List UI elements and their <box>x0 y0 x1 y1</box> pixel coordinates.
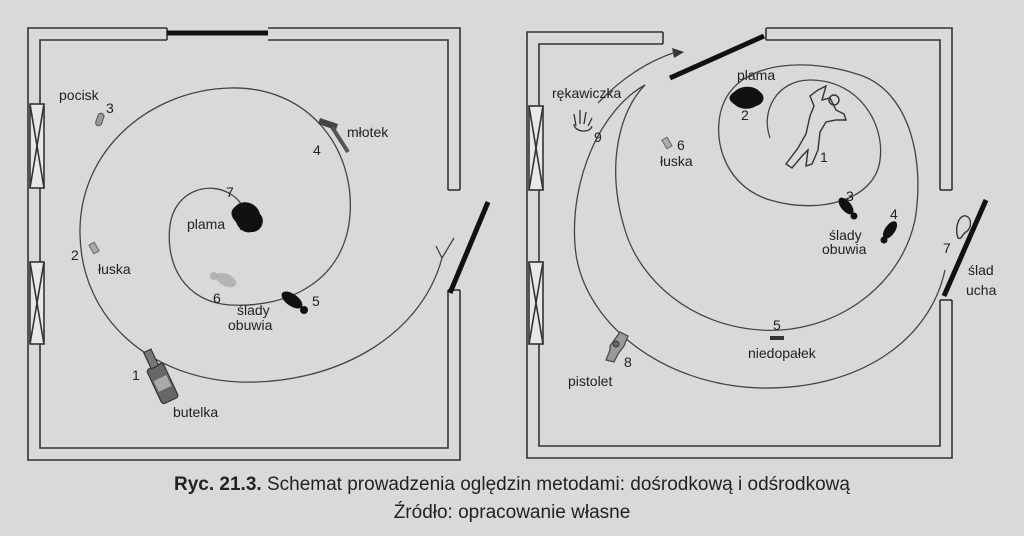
shoeprint-right-3-icon <box>838 197 858 220</box>
shell-casing-icon <box>88 241 100 255</box>
label-obuwia-right: obuwia <box>822 241 867 257</box>
label-pistolet: pistolet <box>568 373 612 389</box>
label-butelka: butelka <box>173 404 218 420</box>
num-mlotek: 4 <box>313 142 321 158</box>
figure-source: Źródło: opracowanie własne <box>393 502 631 523</box>
label-obuwia: obuwia <box>228 317 273 333</box>
left-room-wall-top-right <box>268 27 461 190</box>
label-niedopalek: niedopałek <box>748 345 817 361</box>
num-body: 1 <box>820 149 828 165</box>
num-rekawiczka: 9 <box>594 129 602 145</box>
right-spiral-arrow <box>672 48 684 58</box>
ear-icon <box>956 215 972 240</box>
right-spiral-outer <box>573 84 946 389</box>
left-room <box>27 27 491 461</box>
bottle-icon <box>142 348 179 405</box>
hammer-icon <box>318 118 350 154</box>
label-plama: plama <box>187 216 225 232</box>
label-plama-right: plama <box>737 67 775 83</box>
label-pocisk: pocisk <box>59 87 100 103</box>
label-luska: łuska <box>98 261 131 277</box>
left-spiral-arrow <box>435 237 455 260</box>
left-spiral-path <box>79 87 443 383</box>
body-outline-icon <box>784 84 847 169</box>
num-pocisk: 3 <box>106 100 114 116</box>
shoeprint-faded-icon <box>210 272 237 288</box>
label-ucha: ucha <box>966 282 997 298</box>
label-slady-right: ślady <box>829 227 862 243</box>
num-plama: 7 <box>226 184 234 200</box>
num-slady-right-4: 4 <box>890 206 898 222</box>
shell-casing-right-icon <box>661 136 673 150</box>
glove-icon <box>573 110 593 132</box>
num-plama-right: 2 <box>741 107 749 123</box>
cigarette-butt-icon <box>770 336 784 340</box>
right-door-top <box>668 33 766 81</box>
label-mlotek: młotek <box>347 124 389 140</box>
num-slady-5: 5 <box>312 293 320 309</box>
right-door-right <box>941 198 989 298</box>
num-slady-right-3: 3 <box>846 188 854 204</box>
num-luska: 2 <box>71 247 79 263</box>
left-room-wall-top-left-inner <box>39 39 449 449</box>
right-room <box>526 27 989 459</box>
num-slad: 7 <box>943 240 951 256</box>
label-slad: ślad <box>968 262 994 278</box>
num-niedopalek: 5 <box>773 317 781 333</box>
stain-right-icon <box>729 86 764 109</box>
stain-icon <box>231 202 263 233</box>
figure-title: Schemat prowadzenia oględzin metodami: d… <box>266 474 850 495</box>
num-pistolet: 8 <box>624 354 632 370</box>
num-butelka: 1 <box>132 367 140 383</box>
shoeprint-icon <box>281 291 308 314</box>
left-door-right <box>447 201 491 294</box>
shoeprint-right-4-icon <box>880 221 898 244</box>
figure-label: Ryc. 21.3. <box>174 474 262 495</box>
label-rekawiczka: rękawiczka <box>552 85 621 101</box>
label-slady: ślady <box>237 302 270 318</box>
num-luska-right: 6 <box>677 137 685 153</box>
num-slady-6: 6 <box>213 290 221 306</box>
figure-caption: Ryc. 21.3. Schemat prowadzenia oględzin … <box>0 474 1024 496</box>
pistol-icon <box>605 331 629 363</box>
label-luska-right: łuska <box>660 153 693 169</box>
left-room-wall-top-left <box>27 27 461 461</box>
bullet-icon <box>95 112 105 127</box>
right-spiral-path <box>615 64 919 331</box>
